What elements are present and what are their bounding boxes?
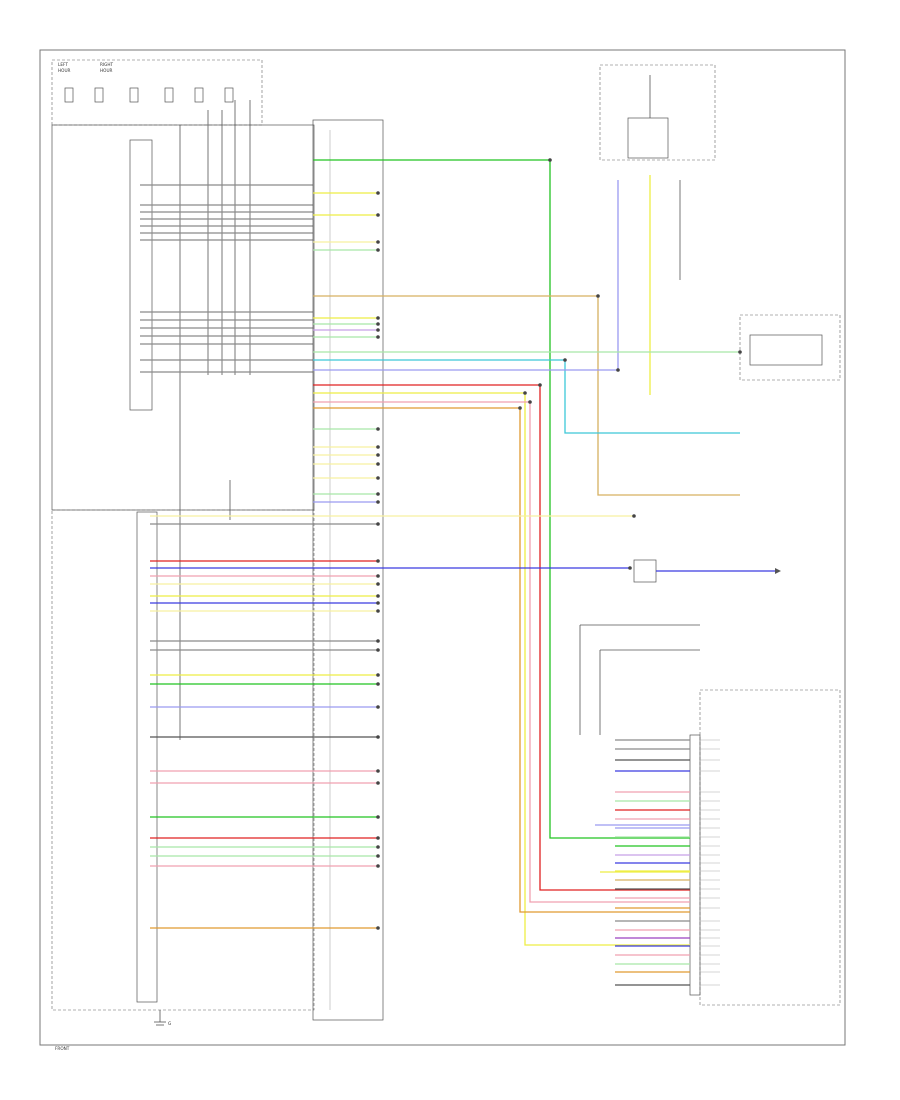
upper-wire-end-0 (548, 158, 552, 162)
upper-wire-end-7 (376, 322, 380, 326)
upper-wire-end-11 (563, 358, 567, 362)
upper-wire-end-3 (376, 240, 380, 244)
junction-block (312, 119, 384, 1021)
left-connector-label-1: LEFT (58, 62, 68, 67)
lower-wire-end-14 (376, 735, 380, 739)
lower-wire-end-8 (376, 609, 380, 613)
control-module-pin-strip-upper (129, 139, 153, 411)
vertical-routes (519, 160, 740, 946)
blue-wire-right-arrow (775, 568, 781, 574)
right-connector-label-2: HOUR (100, 68, 113, 73)
right-switch-pins (615, 739, 720, 986)
fuse-block (51, 59, 263, 126)
lower-wire-end-18 (376, 836, 380, 840)
upper-wire-end-5 (596, 294, 600, 298)
fuse-symbols (64, 87, 234, 103)
blue-wire-component (633, 559, 657, 583)
right-connector-label-1: RIGHT (100, 62, 114, 67)
lower-wire-end-3 (628, 566, 632, 570)
top-right-fuse-box (599, 64, 716, 161)
upper-wire-end-23 (376, 500, 380, 504)
upper-wire-end-2 (376, 213, 380, 217)
upper-wire-end-13 (538, 383, 542, 387)
ground-symbol: G (154, 1010, 171, 1026)
upper-wire-end-1 (376, 191, 380, 195)
lower-wire-end-4 (376, 574, 380, 578)
right-switch-box (699, 689, 841, 1006)
lower-wire-end-0 (632, 514, 636, 518)
lower-wire-end-1 (376, 522, 380, 526)
lower-wire-end-6 (376, 594, 380, 598)
ground-label: G (168, 1021, 171, 1026)
upper-wire-end-6 (376, 316, 380, 320)
lower-wire-end-5 (376, 582, 380, 586)
right-side-module-inner (749, 334, 823, 366)
relay-box (627, 117, 669, 159)
lower-wire-end-19 (376, 845, 380, 849)
upper-wire-end-22 (376, 492, 380, 496)
upper-wire-end-12 (616, 368, 620, 372)
control-module-pin-strip-lower (136, 511, 158, 1003)
lower-wire-end-9 (376, 639, 380, 643)
upper-wire-end-10 (738, 350, 742, 354)
control-module-upper (51, 124, 315, 511)
lower-wire-end-20 (376, 854, 380, 858)
upper-wire-end-16 (518, 406, 522, 410)
upper-wire-end-15 (528, 400, 532, 404)
upper-wire-end-4 (376, 248, 380, 252)
lower-wire-end-7 (376, 601, 380, 605)
lower-wire-end-15 (376, 769, 380, 773)
lower-wire-end-22 (376, 926, 380, 930)
upper-wire-end-21 (376, 476, 380, 480)
lower-wire-end-12 (376, 682, 380, 686)
right-switch-pin-strip (689, 734, 701, 996)
lower-wire-end-11 (376, 673, 380, 677)
lower-wire-end-21 (376, 864, 380, 868)
lower-wire-end-10 (376, 648, 380, 652)
upper-wire-end-18 (376, 445, 380, 449)
left-connector-label-2: HOUR (58, 68, 71, 73)
control-module-lower (51, 509, 315, 1011)
upper-wire-end-20 (376, 462, 380, 466)
lower-wire-end-16 (376, 781, 380, 785)
upper-wire-end-14 (523, 391, 527, 395)
lower-wire-end-2 (376, 559, 380, 563)
lower-wire-end-13 (376, 705, 380, 709)
wire-group (150, 158, 742, 930)
upper-wire-end-19 (376, 453, 380, 457)
bottom-left-note: FRONT (55, 1046, 70, 1051)
upper-wire-end-9 (376, 335, 380, 339)
module-vertical-buses (179, 100, 251, 740)
module-gray-wires (140, 184, 313, 373)
upper-wire-end-17 (376, 427, 380, 431)
lower-wire-end-17 (376, 815, 380, 819)
right-side-module (739, 314, 841, 381)
diagram-frame (39, 49, 846, 1046)
upper-wire-end-8 (376, 328, 380, 332)
